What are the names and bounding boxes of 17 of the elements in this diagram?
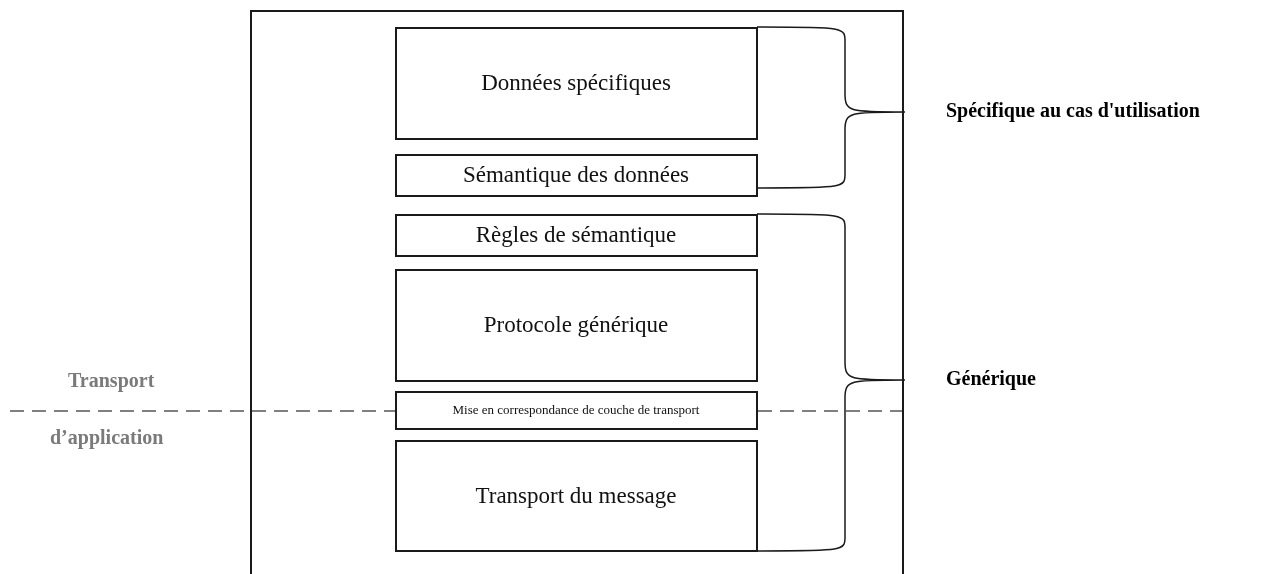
layer-label: Transport du message: [475, 482, 677, 509]
layer-box: [394, 153, 758, 197]
brace-label: Générique: [946, 367, 1036, 390]
layer-side-label: d’application: [50, 426, 164, 449]
layer-box: [394, 26, 758, 140]
layer-box: [394, 439, 758, 552]
layer-box: [394, 268, 758, 382]
layer-label: Sémantique des données: [462, 162, 690, 188]
layer-label: Mise en correspondance de couche de transport: [452, 402, 700, 418]
layer-label: Données spécifiques: [481, 70, 671, 96]
layer-side-label: Transport: [68, 369, 155, 392]
layer-label: Protocole générique: [483, 312, 669, 338]
layer-label: Règles de sémantique: [475, 222, 677, 248]
frame-box: [250, 10, 904, 574]
brace-label: Spécifique au cas d'utilisation: [946, 99, 1200, 122]
layer-box: [394, 390, 758, 430]
layer-box: [394, 213, 758, 257]
